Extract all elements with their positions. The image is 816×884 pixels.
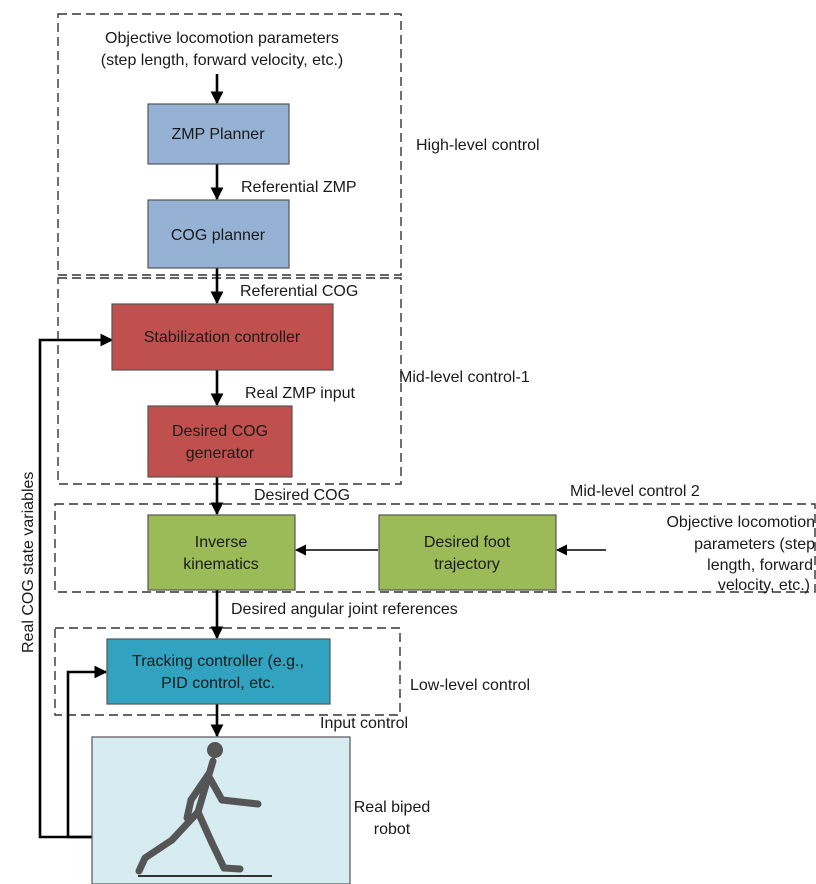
desired-cog-generator-box: Desired COG generator — [147, 405, 293, 478]
stabilization-controller-label: Stabilization controller — [144, 329, 301, 346]
high-level-control-label: High-level control — [416, 137, 540, 154]
objective-parameters-right-line2: parameters (step — [694, 536, 815, 553]
tracking-controller-box: Tracking controller (e.g., PID control, … — [106, 638, 331, 705]
low-level-control-region — [54, 627, 401, 716]
cog-planner-label: COG planner — [171, 227, 266, 244]
objective-parameters-right-line1: Objective locomotion — [666, 514, 815, 531]
inverse-kinematics-box: Inverse kinematics — [147, 514, 296, 591]
inverse-kinematics-label-line2: kinematics — [183, 556, 259, 573]
referential-cog-label: Referential COG — [240, 283, 358, 300]
desired-foot-trajectory-label-line2: trajectory — [434, 556, 500, 573]
objective-parameters-top-line1: Objective locomotion parameters — [105, 30, 339, 47]
referential-zmp-label: Referential ZMP — [241, 179, 357, 196]
high-level-control-region — [57, 13, 402, 276]
desired-cog-generator-label-line2: generator — [186, 445, 255, 462]
zmp-planner-label: ZMP Planner — [171, 126, 265, 143]
desired-cog-label: Desired COG — [254, 487, 350, 504]
mid-level-control-2-label: Mid-level control 2 — [570, 483, 700, 500]
mid-level-control-1-region — [57, 277, 402, 485]
feedback-line-cog-state — [38, 333, 114, 839]
objective-parameters-right-line4: velocity, etc.) — [718, 577, 810, 594]
real-cog-state-variables-label: Real COG state variables — [20, 472, 37, 653]
real-biped-robot-label-line1: Real biped — [354, 799, 431, 816]
desired-angular-references-label: Desired angular joint references — [231, 601, 458, 618]
walking-biped-icon — [135, 757, 262, 875]
stabilization-controller-box: Stabilization controller — [111, 303, 334, 371]
robot-panel — [91, 736, 351, 884]
tracking-controller-label-line1: Tracking controller (e.g., — [132, 653, 304, 670]
inverse-kinematics-label-line1: Inverse — [195, 534, 248, 551]
tracking-controller-label-line2: PID control, etc. — [161, 675, 275, 692]
mid-level-control-1-label: Mid-level control-1 — [399, 369, 530, 386]
objective-parameters-top-line2: (step length, forward velocity, etc.) — [101, 52, 343, 69]
input-control-label: Input control — [320, 715, 408, 732]
desired-foot-trajectory-box: Desired foot trajectory — [378, 514, 557, 591]
objective-parameters-right-line3: length, forward — [707, 557, 813, 574]
desired-cog-generator-label-line1: Desired COG — [172, 423, 268, 440]
low-level-control-label: Low-level control — [410, 677, 530, 694]
mid-level-control-2-region — [54, 503, 816, 593]
robot-head — [207, 742, 223, 758]
real-zmp-input-label: Real ZMP input — [245, 385, 356, 402]
desired-foot-trajectory-label-line1: Desired foot — [424, 534, 511, 551]
zmp-planner-box: ZMP Planner — [147, 103, 290, 165]
feedback-line-tracking — [66, 665, 108, 839]
cog-planner-box: COG planner — [147, 199, 290, 269]
real-biped-robot-label-line2: robot — [374, 821, 411, 838]
